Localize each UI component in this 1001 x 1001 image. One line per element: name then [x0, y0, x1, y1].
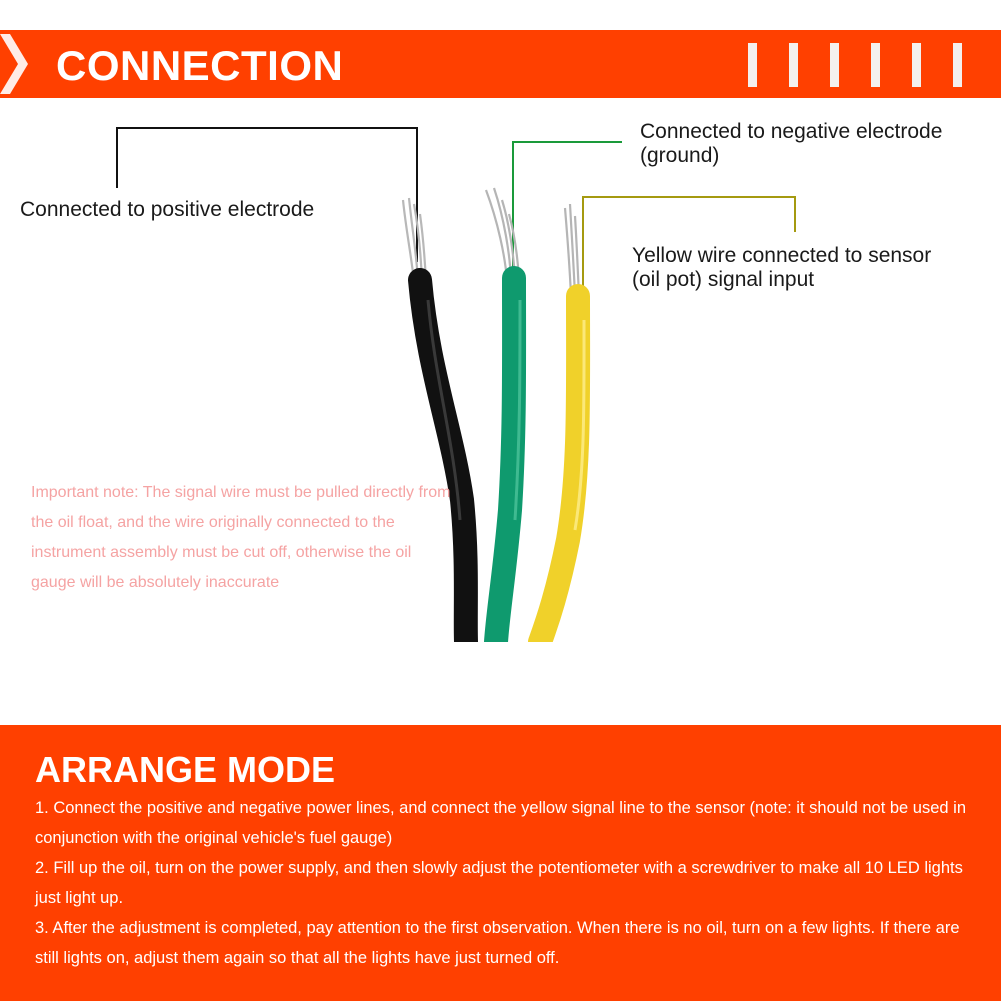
arrange-step: 3. After the adjustment is completed, pa… [35, 919, 960, 967]
wire-green [484, 266, 527, 654]
leader-line-signal [582, 196, 796, 292]
important-note: Important note: The signal wire must be … [31, 484, 451, 591]
section-title-connection: CONNECTION [56, 42, 344, 89]
arrange-steps-list: 1. Connect the positive and negative pow… [35, 793, 975, 973]
decorative-bar [953, 43, 962, 87]
decorative-bar [830, 43, 839, 87]
section-title-arrange-mode: ARRANGE MODE [35, 749, 336, 790]
connection-header-band: CONNECTION [0, 30, 1001, 98]
arrange-step: 1. Connect the positive and negative pow… [35, 799, 967, 847]
label-ground: (ground) [640, 144, 720, 167]
leader-line-positive [116, 127, 418, 262]
decorative-bar [748, 43, 757, 87]
decorative-bar [789, 43, 798, 87]
label-yellow-signal: Yellow wire connected to sensor [632, 244, 932, 267]
arrange-mode-panel: ARRANGE MODE 1. Connect the positive and… [0, 725, 1001, 1001]
label-negative-electrode: Connected to negative electrode [640, 120, 943, 143]
wire-diagram [116, 127, 796, 654]
chevron-right-icon [0, 34, 28, 94]
label-positive-electrode: Connected to positive electrode [20, 198, 315, 221]
arrange-step: 2. Fill up the oil, turn on the power su… [35, 859, 963, 907]
wire-strands-yellow [563, 203, 581, 297]
decorative-bar [912, 43, 921, 87]
wire-yellow [528, 284, 591, 654]
header-decorative-bars [748, 43, 963, 87]
label-oil-pot-signal-input: (oil pot) signal input [632, 268, 815, 291]
wire-black [408, 268, 478, 654]
decorative-bar [871, 43, 880, 87]
